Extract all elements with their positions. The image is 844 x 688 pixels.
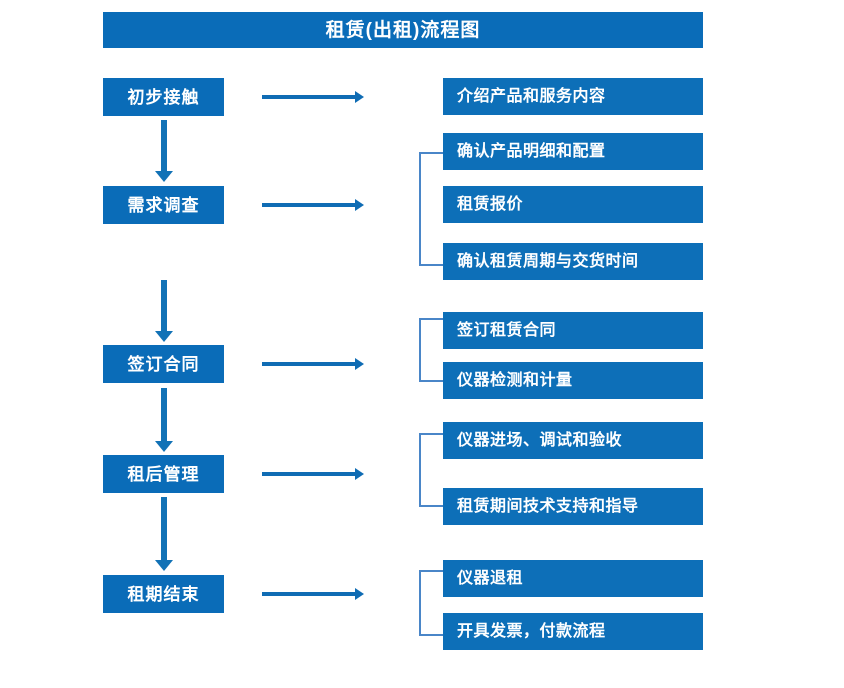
detail-box-5[interactable]: 签订租赁合同 [443, 312, 703, 349]
down-arrow-icon-3 [155, 388, 173, 452]
right-arrow-icon-4 [262, 468, 364, 480]
down-arrow-icon-4 [155, 497, 173, 571]
detail-box-6[interactable]: 仪器检测和计量 [443, 362, 703, 399]
right-arrow-icon-2 [262, 199, 364, 211]
stage-box-2[interactable]: 需求调查 [103, 186, 224, 224]
stage-box-1[interactable]: 初步接触 [103, 78, 224, 116]
right-arrow-icon-5 [262, 588, 364, 600]
right-arrow-icon-1 [262, 91, 364, 103]
detail-box-2[interactable]: 确认产品明细和配置 [443, 133, 703, 170]
detail-box-9[interactable]: 仪器退租 [443, 560, 703, 597]
right-arrow-icon-3 [262, 358, 364, 370]
down-arrow-icon-2 [155, 280, 173, 342]
bracket-connector-3 [419, 433, 443, 507]
detail-box-4[interactable]: 确认租赁周期与交货时间 [443, 243, 703, 280]
bracket-connector-4 [419, 570, 443, 636]
detail-box-10[interactable]: 开具发票，付款流程 [443, 613, 703, 650]
detail-box-1[interactable]: 介绍产品和服务内容 [443, 78, 703, 115]
detail-box-8[interactable]: 租赁期间技术支持和指导 [443, 488, 703, 525]
bracket-connector-2 [419, 318, 443, 382]
detail-box-7[interactable]: 仪器进场、调试和验收 [443, 422, 703, 459]
stage-box-5[interactable]: 租期结束 [103, 575, 224, 613]
stage-box-3[interactable]: 签订合同 [103, 345, 224, 383]
stage-box-4[interactable]: 租后管理 [103, 455, 224, 493]
detail-box-3[interactable]: 租赁报价 [443, 186, 703, 223]
down-arrow-icon-1 [155, 120, 173, 182]
page-title: 租赁(出租)流程图 [103, 12, 703, 48]
bracket-connector-1 [419, 152, 443, 266]
